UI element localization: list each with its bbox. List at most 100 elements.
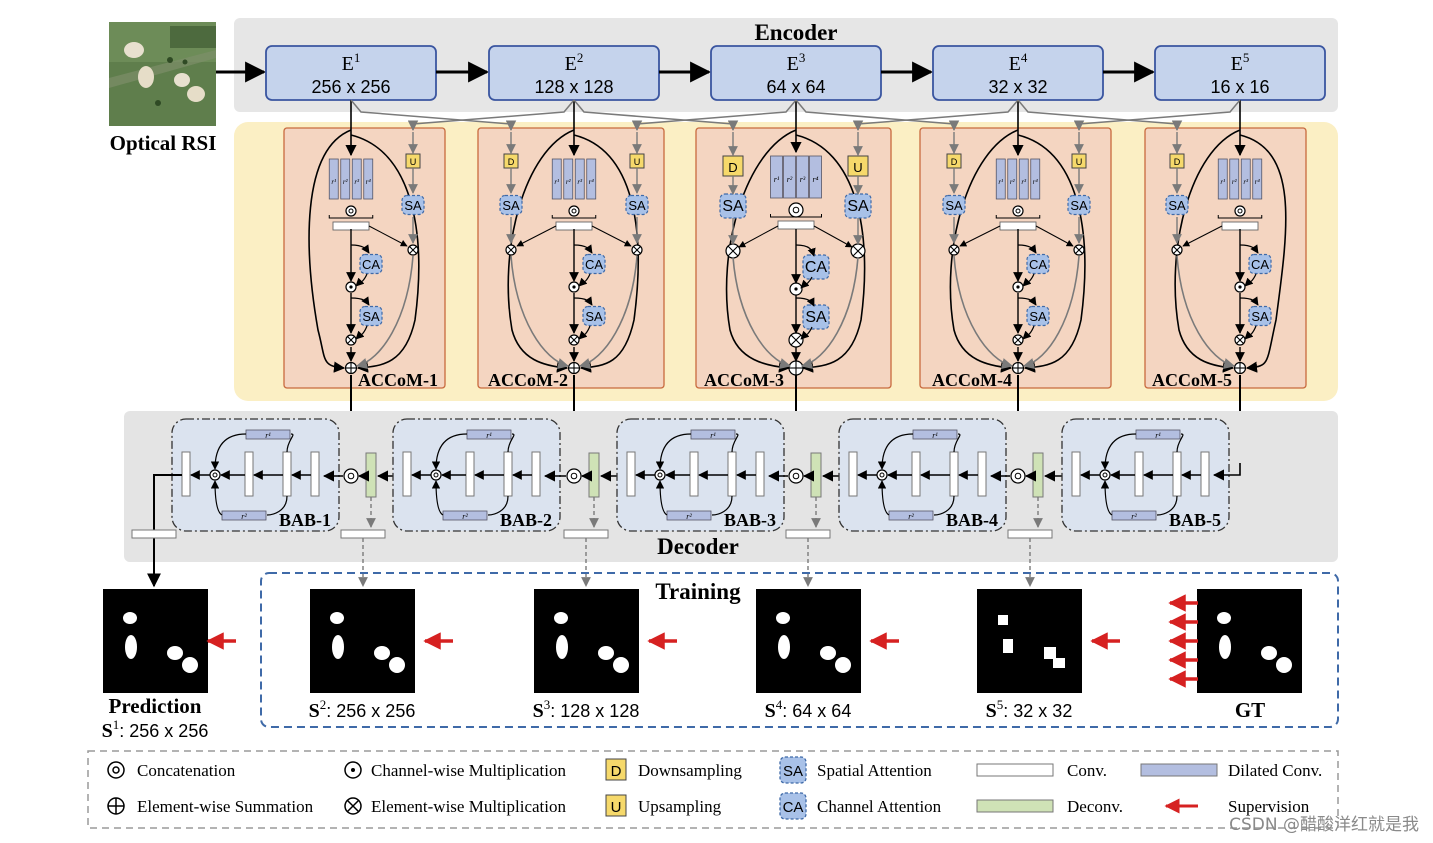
dilation-rate: r² [787,175,793,184]
downsampling: D [722,155,744,177]
bab-concat-op [430,469,442,481]
deconv-block [810,452,822,498]
downsampling: D [1169,153,1185,169]
bab-label: BAB-2 [500,510,552,530]
legend-spatial-attention-icon [779,756,807,784]
concat-bracket [1217,215,1263,219]
dilated-conv-bar [586,158,597,200]
dilated-conv-bar [995,158,1006,200]
bab-concat-op [209,469,221,481]
conv-block [1172,451,1182,497]
encoder-stage-name: E2 [565,50,584,75]
downsampling-label: D [508,157,515,167]
element-mult-side [407,244,419,256]
dilated-conv-r2 [888,510,934,521]
dilated-conv-bar [783,155,796,199]
optical-rsi-image [109,22,216,126]
bab-concat-op [876,469,888,481]
upsampling: U [1071,153,1087,169]
channel-attention-label: CA [805,259,828,276]
downsampling: D [503,153,519,169]
training-title: Training [655,579,741,604]
dilated-conv-r2 [221,510,267,521]
legend-supervision: Supervision [1228,797,1310,816]
side-output-mask-5 [977,589,1082,693]
conv-block [555,221,593,231]
spatial-attention: SA [1026,305,1050,327]
dilated-conv-bar [1252,158,1263,200]
legend-u-glyph: U [611,799,622,816]
conv-block [503,451,513,497]
decoder-concat-op [788,468,804,484]
spatial-attention-side-label: SA [847,198,869,215]
conv-block [244,451,254,497]
channel-attention-label: CA [362,257,380,272]
side-output-label: S3: 128 x 128 [533,697,640,722]
side-output-mask-4 [756,589,861,693]
dilation-rate: r¹ [710,431,716,440]
side-output-conv [1007,529,1053,539]
channel-attention: CA [1248,253,1272,275]
encoder-stage-size: 16 x 16 [1210,77,1269,97]
conv-block [727,451,737,497]
spatial-attention-label: SA [1029,309,1047,324]
dilation-rate: r⁴ [1255,178,1261,186]
upsampling: U [847,155,869,177]
channel-attention-label: CA [1029,257,1047,272]
side-output-label: S2: 256 x 256 [309,697,416,722]
accom-label: ACCoM-3 [704,370,784,390]
dilation-rate: r⁴ [366,178,372,186]
dilation-rate: r³ [577,178,583,186]
conv-block [1221,221,1259,231]
legend-conv-icon [976,763,1054,777]
spatial-attention-side: SA [499,194,523,216]
legend-channel-mult-icon [344,761,362,779]
legend-dilated-conv: Dilated Conv. [1228,761,1322,780]
dilated-conv-bar [1217,158,1228,200]
legend-sa-glyph: SA [783,763,803,780]
bab-label: BAB-1 [279,510,331,530]
deconv-block [365,452,377,498]
channel-attention: CA [802,254,830,280]
conv-block [531,451,541,497]
spatial-attention-side-label: SA [628,198,646,213]
concat-op [345,205,357,217]
dilation-rate: r¹ [331,178,336,186]
element-mult-op [345,334,357,346]
upsampling-label: U [410,157,417,167]
legend-element-mult-icon [344,797,362,815]
side-output-conv [785,529,831,539]
spatial-attention-side: SA [401,194,425,216]
legend-dilated-conv-icon [1140,763,1218,777]
dilation-rate: r¹ [265,431,271,440]
element-sum-op [344,361,358,375]
dilation-rate: r³ [800,175,806,184]
deconv-block [1032,452,1044,498]
dilated-conv-bar [1018,158,1029,200]
downsampling-label: D [728,160,737,175]
dilation-rate: r¹ [932,431,938,440]
dilation-rate: r⁴ [813,175,819,184]
concat-op [788,202,804,218]
dilation-rate: r⁴ [589,178,595,186]
channel-mult-op [1012,281,1024,293]
dilated-conv-bar [1229,158,1240,200]
decoder-concat-op [343,468,359,484]
spatial-attention-side: SA [1067,194,1091,216]
accom-label: ACCoM-1 [358,370,438,390]
element-mult-side [631,244,643,256]
conv-block [999,221,1037,231]
legend-deconv: Deconv. [1067,797,1123,816]
dilated-conv-bar [563,158,574,200]
encoder-stage-name: E1 [342,50,361,75]
prediction-size: S1: 256 x 256 [102,717,209,742]
bab-label: BAB-5 [1169,510,1221,530]
cross-connections [350,99,1241,132]
conv-block [977,451,987,497]
channel-mult-op [568,281,580,293]
